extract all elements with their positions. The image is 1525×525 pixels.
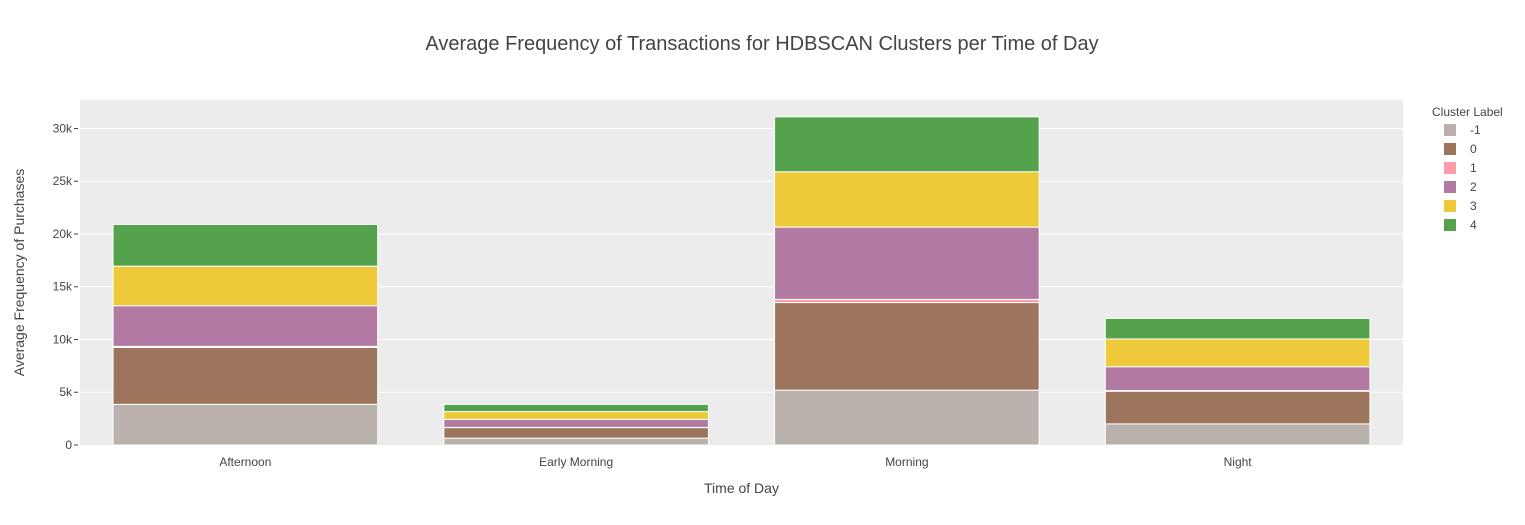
bar-segment [443, 427, 709, 439]
bar-segment [112, 346, 379, 405]
legend-swatch[interactable] [1444, 181, 1456, 193]
bar-segment [774, 226, 1040, 300]
bar-segment [443, 411, 709, 420]
bar-segment [443, 403, 709, 413]
bar-segment [774, 389, 1040, 446]
y-tick-label: 0 [65, 438, 72, 452]
bar-segment [112, 305, 379, 347]
legend-swatch[interactable] [1444, 162, 1456, 174]
legend-label: 2 [1470, 180, 1477, 194]
bar-segment [1104, 338, 1371, 368]
y-tick-label: 15k [53, 280, 73, 294]
legend-label: 0 [1470, 142, 1477, 156]
bar-segment [1104, 317, 1371, 340]
bar-segment [112, 265, 379, 307]
bar-segment [774, 302, 1040, 391]
legend-label: 1 [1470, 161, 1477, 175]
y-tick-label: 10k [53, 332, 73, 346]
legend-label: 3 [1470, 199, 1477, 213]
bar-segment [112, 403, 379, 446]
y-axis-ticks: 0 5k 10k 15k 20k 25k 30k [53, 121, 78, 452]
x-tick-label: Night [1224, 455, 1253, 469]
bar-segment [443, 437, 709, 446]
legend-swatch[interactable] [1444, 219, 1456, 231]
legend-swatch[interactable] [1444, 200, 1456, 212]
bar-segment [774, 116, 1040, 173]
bar-segment [774, 171, 1040, 228]
x-tick-label: Early Morning [539, 455, 613, 469]
y-tick-label: 25k [53, 174, 73, 188]
legend-swatch[interactable] [1444, 124, 1456, 136]
legend-swatch[interactable] [1444, 143, 1456, 155]
bar-segment [443, 418, 709, 428]
x-tick-label: Afternoon [219, 455, 271, 469]
x-axis-title: Time of Day [704, 480, 779, 496]
legend-title: Cluster Label [1432, 105, 1503, 119]
legend-label: 4 [1470, 218, 1477, 232]
bar-segment [1104, 423, 1371, 446]
legend-label: -1 [1470, 123, 1481, 137]
chart-title: Average Frequency of Transactions for HD… [425, 33, 1098, 55]
bar-segment [112, 223, 379, 267]
legend: Cluster Label -1 0 1 2 3 4 [1432, 105, 1503, 232]
bar-segment [1104, 366, 1371, 392]
y-tick-label: 30k [53, 121, 73, 135]
y-axis-title: Average Frequency of Purchases [11, 169, 27, 377]
x-tick-label: Morning [885, 455, 928, 469]
y-tick-label: 5k [59, 385, 73, 399]
bar-segment [1104, 390, 1371, 425]
y-tick-label: 20k [53, 227, 73, 241]
bars [112, 116, 1371, 446]
x-axis-ticks: Afternoon Early Morning Morning Night [219, 455, 1252, 469]
